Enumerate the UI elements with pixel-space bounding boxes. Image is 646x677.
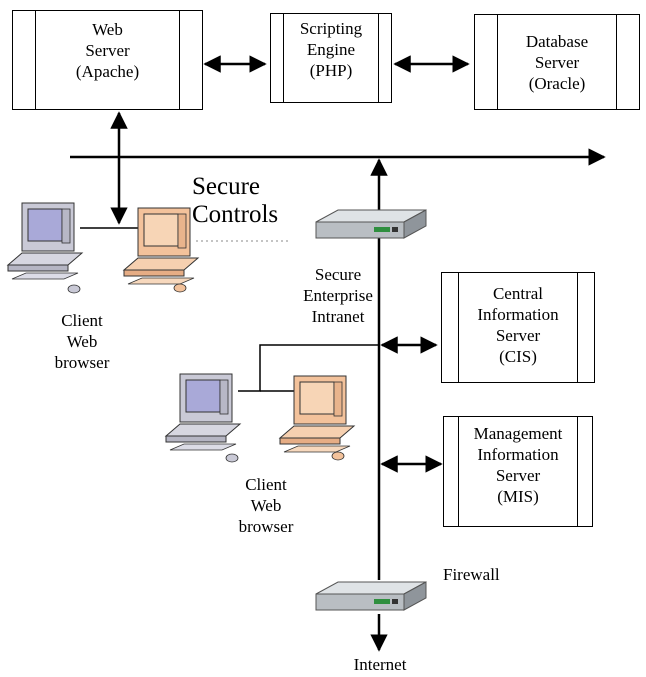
scripting-engine-box: Scripting Engine (PHP) xyxy=(270,13,392,103)
firewall-label: Firewall xyxy=(443,565,500,584)
intranet-line-3: Intranet xyxy=(311,307,365,326)
web-server-line-1: Web xyxy=(92,20,123,39)
client-mid-line-2: Web xyxy=(250,496,282,515)
client-mid-label: Client Web browser xyxy=(216,474,316,537)
computer-gray-icon xyxy=(6,202,84,294)
client-mid-line-1: Client xyxy=(245,475,287,494)
mis-line-3: Server xyxy=(495,466,541,485)
client-top-line-3: browser xyxy=(54,353,110,372)
web-server-line-3: (Apache) xyxy=(75,62,140,81)
database-line-3: (Oracle) xyxy=(528,74,586,93)
firewall-router-icon xyxy=(315,581,427,611)
client-top-label: Client Web browser xyxy=(32,310,132,373)
intranet-line-1: Secure xyxy=(314,265,362,284)
cis-line-2: Information xyxy=(477,305,559,324)
intranet-label: Secure Enterprise Intranet xyxy=(288,264,388,327)
mis-line-4: (MIS) xyxy=(497,487,539,506)
web-server-line-2: Server xyxy=(85,41,130,60)
secure-controls-line-2: Controls xyxy=(192,201,279,228)
client-top-line-2: Web xyxy=(66,332,98,351)
mis-line-1: Management xyxy=(473,424,563,443)
cis-line-1: Central xyxy=(492,284,544,303)
mid-client-link xyxy=(238,344,379,392)
client-top-line-1: Client xyxy=(61,311,103,330)
database-line-1: Database xyxy=(525,32,589,51)
cis-server-box: Central Information Server (CIS) xyxy=(441,272,595,383)
mis-line-2: Information xyxy=(477,445,559,464)
router-icon xyxy=(315,209,427,239)
cis-line-3: Server xyxy=(495,326,541,345)
scripting-line-1: Scripting xyxy=(299,19,363,38)
mis-server-box: Management Information Server (MIS) xyxy=(443,416,593,527)
computer-orange-icon xyxy=(122,207,200,293)
internet-label: Internet xyxy=(353,655,407,674)
database-line-2: Server xyxy=(534,53,580,72)
scripting-line-2: Engine xyxy=(306,40,356,59)
database-server-box: Database Server (Oracle) xyxy=(474,14,640,110)
scripting-line-3: (PHP) xyxy=(309,61,353,80)
cis-line-4: (CIS) xyxy=(499,347,537,366)
computer-orange-mid-icon xyxy=(278,375,356,461)
client-mid-line-3: browser xyxy=(238,517,294,536)
web-server-box: Web Server (Apache) xyxy=(12,10,203,110)
intranet-line-2: Enterprise xyxy=(303,286,373,305)
secure-controls-label: Secure Controls xyxy=(192,173,278,229)
computer-gray-mid-icon xyxy=(164,373,242,463)
secure-controls-line-1: Secure xyxy=(192,173,261,200)
